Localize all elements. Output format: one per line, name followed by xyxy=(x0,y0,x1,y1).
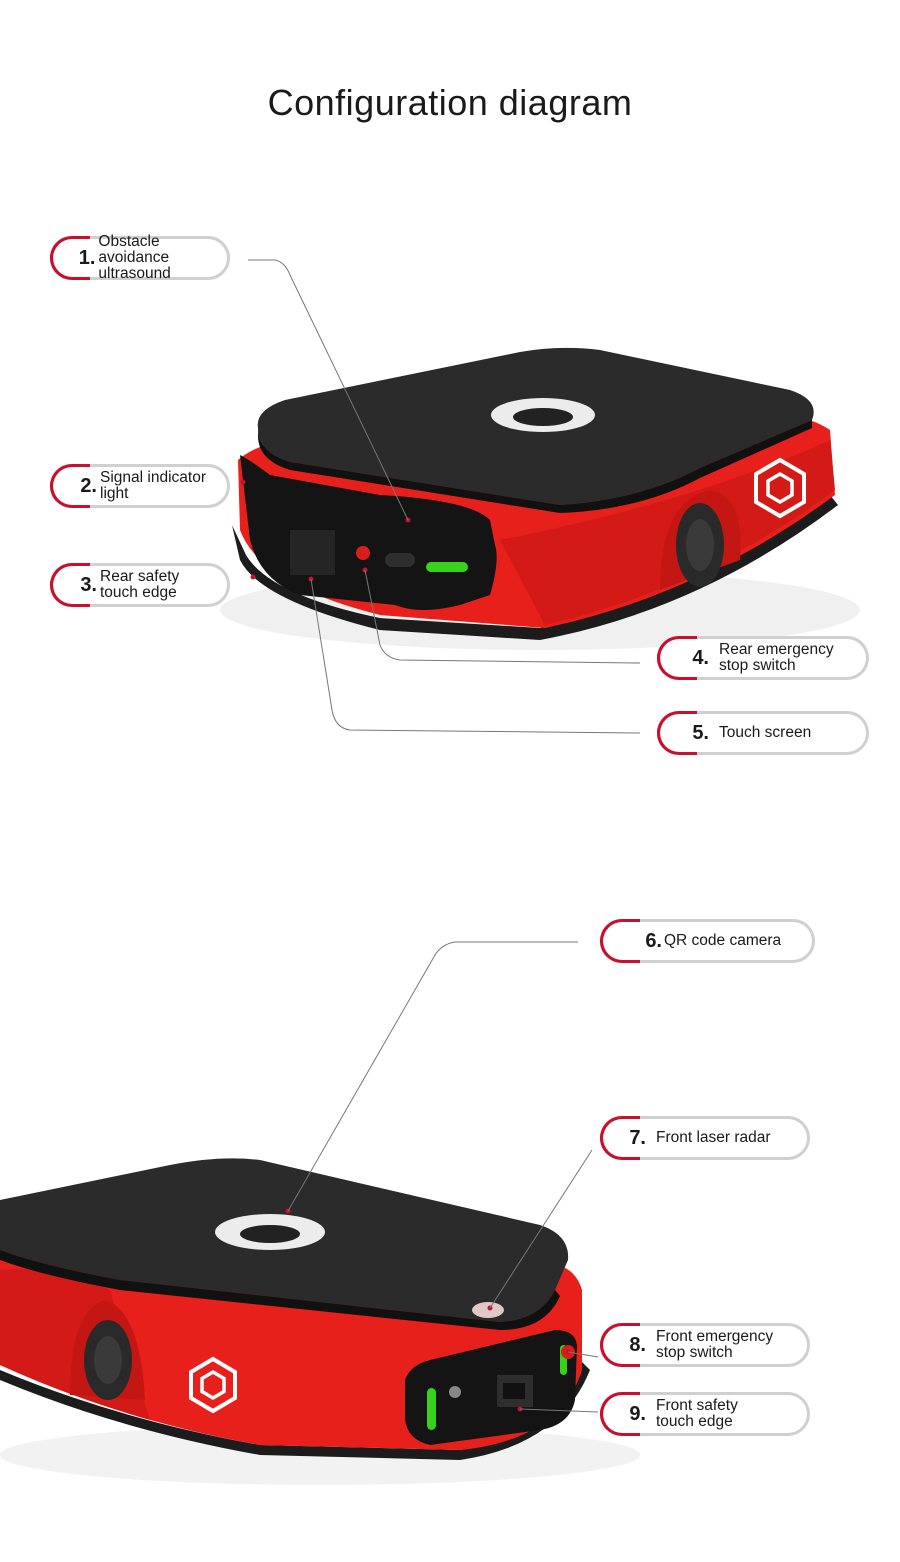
robot-front-view xyxy=(0,1158,640,1485)
callout-number: 1. xyxy=(78,246,96,269)
callout-number: 9. xyxy=(629,1402,646,1425)
leader-lines-top xyxy=(248,259,641,734)
callout-number: 3. xyxy=(80,573,97,596)
callout-rear-emergency-stop-switch: 4. Rear emergency stop switch xyxy=(657,636,869,680)
callout-number: 8. xyxy=(629,1333,646,1356)
callout-label: Rear emergency stop switch xyxy=(719,641,834,674)
callout-number: 6. xyxy=(645,929,662,952)
callout-number: 7. xyxy=(629,1126,646,1149)
robot-rear-view xyxy=(220,347,860,650)
callout-obstacle-avoidance-ultrasound: 1. Obstacle avoidance ultrasound xyxy=(50,233,230,282)
callout-label: Obstacle avoidance ultrasound xyxy=(98,233,171,282)
callout-number: 2. xyxy=(80,474,97,497)
callout-rear-safety-touch-edge: 3. Rear safety touch edge xyxy=(50,563,230,607)
callout-label: QR code camera xyxy=(664,932,782,949)
leader-lines-bottom xyxy=(287,941,599,1413)
callout-label: Touch screen xyxy=(719,724,812,741)
callout-label: Front safety touch edge xyxy=(656,1397,738,1430)
callout-number: 5. xyxy=(692,721,709,744)
callout-label: Front laser radar xyxy=(656,1129,771,1146)
callout-label: Signal indicator light xyxy=(100,469,206,502)
page-title: Configuration diagram xyxy=(267,82,633,123)
callout-qr-code-camera: 6. QR code camera xyxy=(600,919,815,963)
callout-front-emergency-stop-switch: 8. Front emergency stop switch xyxy=(600,1323,810,1367)
callout-touch-screen: 5. Touch screen xyxy=(657,711,869,755)
callout-label: Front emergency stop switch xyxy=(656,1328,774,1361)
callout-signal-indicator-light: 2. Signal indicator light xyxy=(50,464,230,508)
callout-number: 4. xyxy=(692,646,709,669)
callout-label: Rear safety touch edge xyxy=(100,568,180,601)
callout-front-laser-radar: 7. Front laser radar xyxy=(600,1116,810,1160)
callout-front-safety-touch-edge: 9. Front safety touch edge xyxy=(600,1392,810,1436)
